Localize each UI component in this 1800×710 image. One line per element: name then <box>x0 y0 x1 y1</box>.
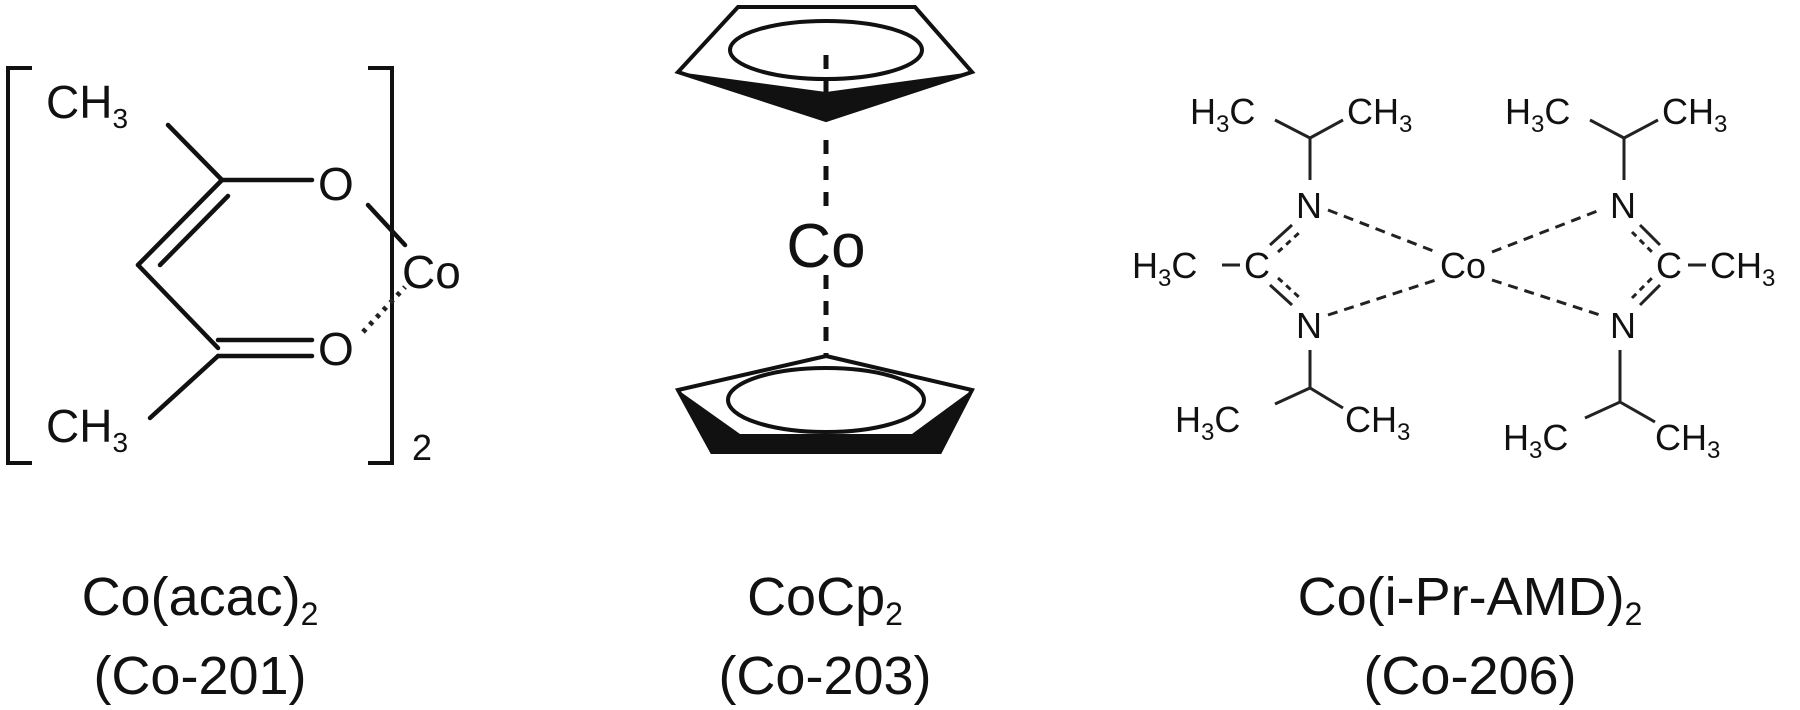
bond <box>1274 118 1344 140</box>
atom-co: Co <box>1440 245 1486 286</box>
atom-h3c: H3C <box>1503 417 1568 464</box>
structure-co-ipr-amd: H3C CH3 N H3C C N H3C CH3 Co H3C CH3 N <box>1132 91 1775 464</box>
atom-ch3-top: CH3 <box>46 76 128 134</box>
cp-ring-top-shade <box>678 72 972 122</box>
coordination-bond <box>1491 278 1601 317</box>
formula: Co(acac)2 <box>81 567 319 632</box>
formula: Co(i-Pr-AMD)2 <box>1297 567 1643 632</box>
bond <box>1638 283 1662 307</box>
bond <box>1268 223 1294 247</box>
bond <box>1589 118 1659 140</box>
atom-ch3: CH3 <box>1655 417 1720 464</box>
bond-o-co <box>365 202 408 248</box>
atom-ch3: CH3 <box>1662 91 1727 138</box>
product-code: (Co-206) <box>1363 646 1577 706</box>
bond <box>165 122 225 183</box>
bond <box>135 177 225 268</box>
double-bond-inner <box>157 193 231 268</box>
atom-h3c: H3C <box>1190 91 1255 138</box>
partial-bond <box>1630 230 1654 254</box>
compound-label-co-cp2: CoCp2 (Co-203) <box>690 566 960 707</box>
atom-o-bottom: O <box>318 323 354 375</box>
coordination-bond <box>361 285 407 334</box>
atom-c: C <box>1656 245 1682 286</box>
atom-c: C <box>1244 245 1270 286</box>
atom-n: N <box>1296 185 1322 226</box>
atom-ch3: CH3 <box>1345 399 1410 446</box>
bond <box>1638 223 1662 247</box>
atom-h3c: H3C <box>1175 399 1240 446</box>
atom-ch3: CH3 <box>1347 91 1412 138</box>
atom-h3c: H3C <box>1132 245 1197 292</box>
bond <box>1268 283 1294 307</box>
bond <box>147 353 221 421</box>
atom-ch3-bottom: CH3 <box>46 400 128 458</box>
cp-aromatic-ring-bottom <box>726 366 926 434</box>
atom-h3c: H3C <box>1505 91 1570 138</box>
formula: CoCp2 <box>747 567 903 632</box>
atom-ch3: CH3 <box>1710 245 1775 292</box>
atom-n: N <box>1296 305 1322 346</box>
bond <box>1274 386 1344 410</box>
compound-label-co-acac: Co(acac)2 (Co-201) <box>40 566 360 707</box>
coordination-bond <box>1491 208 1601 254</box>
bracket-subscript: 2 <box>412 427 432 468</box>
product-code: (Co-201) <box>93 646 307 706</box>
atom-o-top: O <box>318 158 354 210</box>
atom-co: Co <box>402 246 461 298</box>
atom-n: N <box>1610 185 1636 226</box>
partial-bond <box>1276 230 1302 254</box>
coordination-bond <box>1327 278 1437 317</box>
cp-ring-bottom-shade <box>678 390 972 452</box>
structure-co-acac: 2 CH3 CH3 O O Co <box>6 66 461 468</box>
right-bracket <box>368 66 394 465</box>
structure-co-cp2: Co <box>674 5 976 454</box>
partial-bond <box>1276 276 1302 300</box>
atom-n: N <box>1610 305 1636 346</box>
coordination-bond <box>1327 208 1437 254</box>
cp-aromatic-ring-top <box>728 19 924 81</box>
compound-label-co-ipr-amd: Co(i-Pr-AMD)2 (Co-206) <box>1250 566 1690 707</box>
bond <box>1584 400 1656 424</box>
left-bracket <box>6 66 32 465</box>
partial-bond <box>1630 276 1654 300</box>
atom-co: Co <box>786 212 865 281</box>
bond <box>135 262 221 351</box>
product-code: (Co-203) <box>718 646 932 706</box>
